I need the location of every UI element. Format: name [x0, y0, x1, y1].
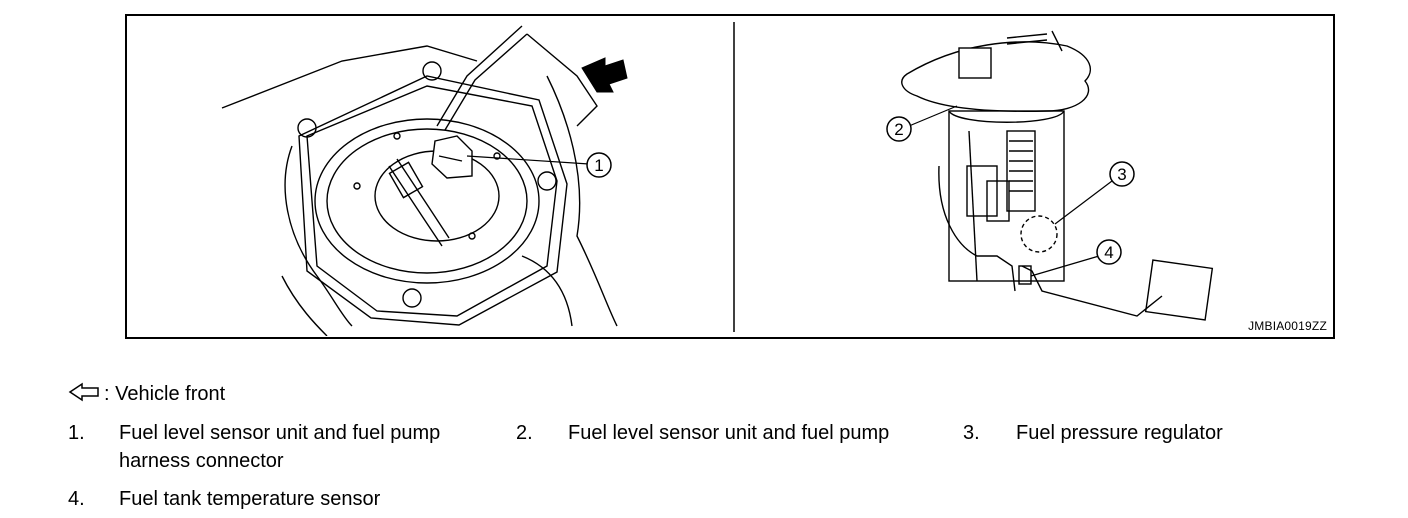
legend-item-1-number: 1. [68, 422, 85, 444]
callout-4-label: 4 [1104, 243, 1113, 262]
left-panel-tank-view [221, 25, 618, 336]
legend-item-4-text: Fuel tank temperature sensor [119, 488, 381, 510]
vehicle-front-legend: : Vehicle front [104, 383, 226, 405]
callout-4-leader [1030, 255, 1100, 277]
figure-id: JMBIA0019ZZ [1248, 319, 1327, 333]
legend-item-2-number: 2. [516, 422, 533, 444]
callout-4-circle [1096, 239, 1122, 265]
callout-3-leader [1054, 180, 1113, 225]
legend-item-3-number: 3. [963, 422, 980, 444]
callout-2-circle [886, 116, 912, 142]
callout-1-label: 1 [594, 156, 603, 175]
legend-item-4-number: 4. [68, 488, 85, 510]
callout-1-leader [466, 155, 590, 165]
legend-item-2-text: Fuel level sensor unit and fuel pump [568, 422, 890, 444]
right-panel-pump-assembly [901, 30, 1214, 321]
vehicle-front-arrow-icon [581, 57, 628, 93]
callout-3-label: 3 [1117, 165, 1126, 184]
callout-2-leader [908, 105, 958, 127]
legend-item-3-text: Fuel pressure regulator [1016, 422, 1223, 444]
figure-frame: 1 2 3 4 [125, 14, 1335, 339]
legend-item-1-text: Fuel level sensor unit and fuel pump [119, 422, 441, 444]
callout-2-label: 2 [894, 120, 903, 139]
callout-3-circle [1109, 161, 1135, 187]
callout-1-circle [586, 152, 612, 178]
front-arrow-outline-icon [68, 382, 99, 402]
legend-item-1-text-line2: harness connector [119, 450, 284, 472]
fuel-system-illustration: 1 2 3 4 [221, 22, 1214, 336]
